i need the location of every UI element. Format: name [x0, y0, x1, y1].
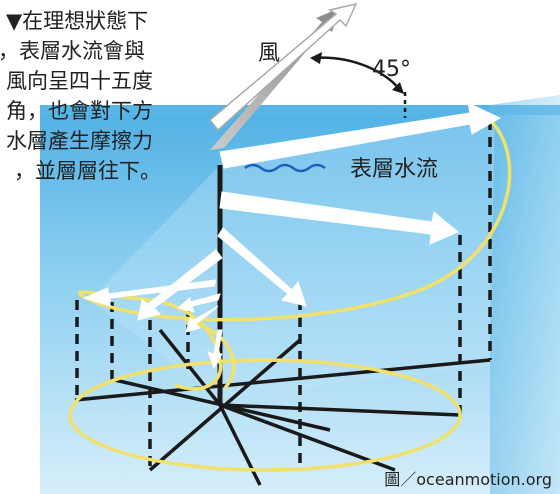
surface-current-label: 表層水流: [350, 157, 438, 182]
wind-arrow: [208, 2, 358, 150]
caption-line-6: ，並層層往下。: [14, 159, 161, 183]
angle-label: 45°: [372, 57, 411, 82]
depth-dashed-lines: [75, 120, 492, 470]
caption-line-1: ▼在理想狀態下: [6, 9, 149, 33]
angle-indicator: [310, 52, 407, 118]
caption-line-3: 風向呈四十五度: [6, 69, 153, 93]
caption-line-4: 角，也會對下方: [6, 99, 153, 123]
wind-label: 風: [258, 41, 280, 66]
bottom-axes: [74, 328, 491, 486]
image-credit: 圖／oceanmotion.org: [384, 470, 552, 489]
caption: ▼在理想狀態下 ，表層水流會與 風向呈四十五度 角，也會對下方 水層產生摩擦力 …: [0, 6, 161, 186]
caption-line-5: 水層產生摩擦力: [6, 129, 153, 153]
caption-line-2: ，表層水流會與: [0, 39, 145, 63]
surface-wave-icon: [244, 163, 326, 173]
current-arrows: [82, 102, 502, 370]
